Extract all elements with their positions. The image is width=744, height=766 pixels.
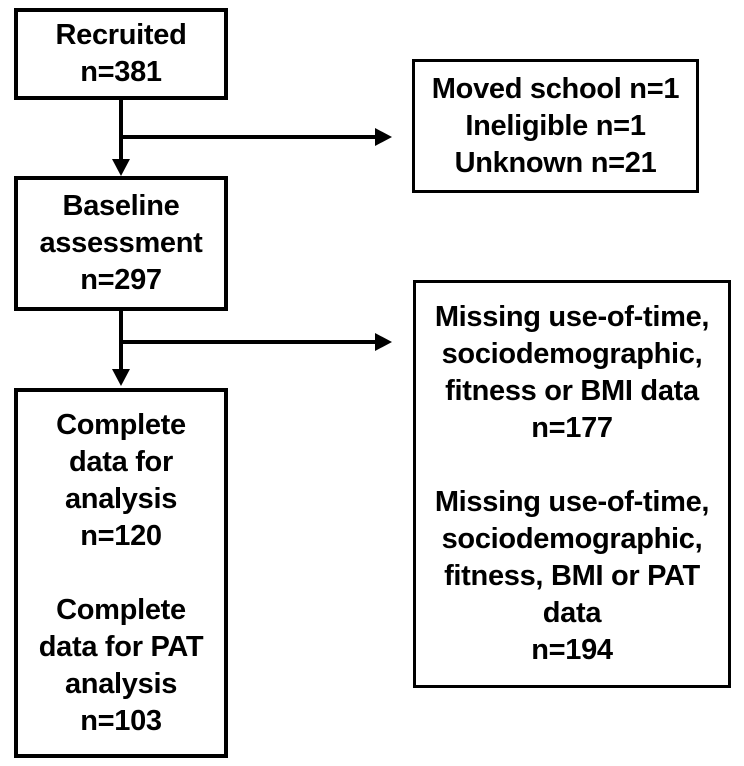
node-baseline-assessment: Baseline assessment n=297 <box>14 176 228 311</box>
arrowhead-to-complete <box>112 369 130 386</box>
node-missing-data: Missing use-of-time, sociodemographic, f… <box>413 280 731 688</box>
node-excluded-after-recruitment: Moved school n=1 Ineligible n=1 Unknown … <box>412 59 699 193</box>
arrowhead-to-baseline <box>112 159 130 176</box>
node-complete-data: Complete data for analysis n=120 Complet… <box>14 388 228 758</box>
node-recruited: Recruited n=381 <box>14 8 228 100</box>
arrowhead-to-excluded <box>375 128 392 146</box>
arrowhead-to-missing <box>375 333 392 351</box>
